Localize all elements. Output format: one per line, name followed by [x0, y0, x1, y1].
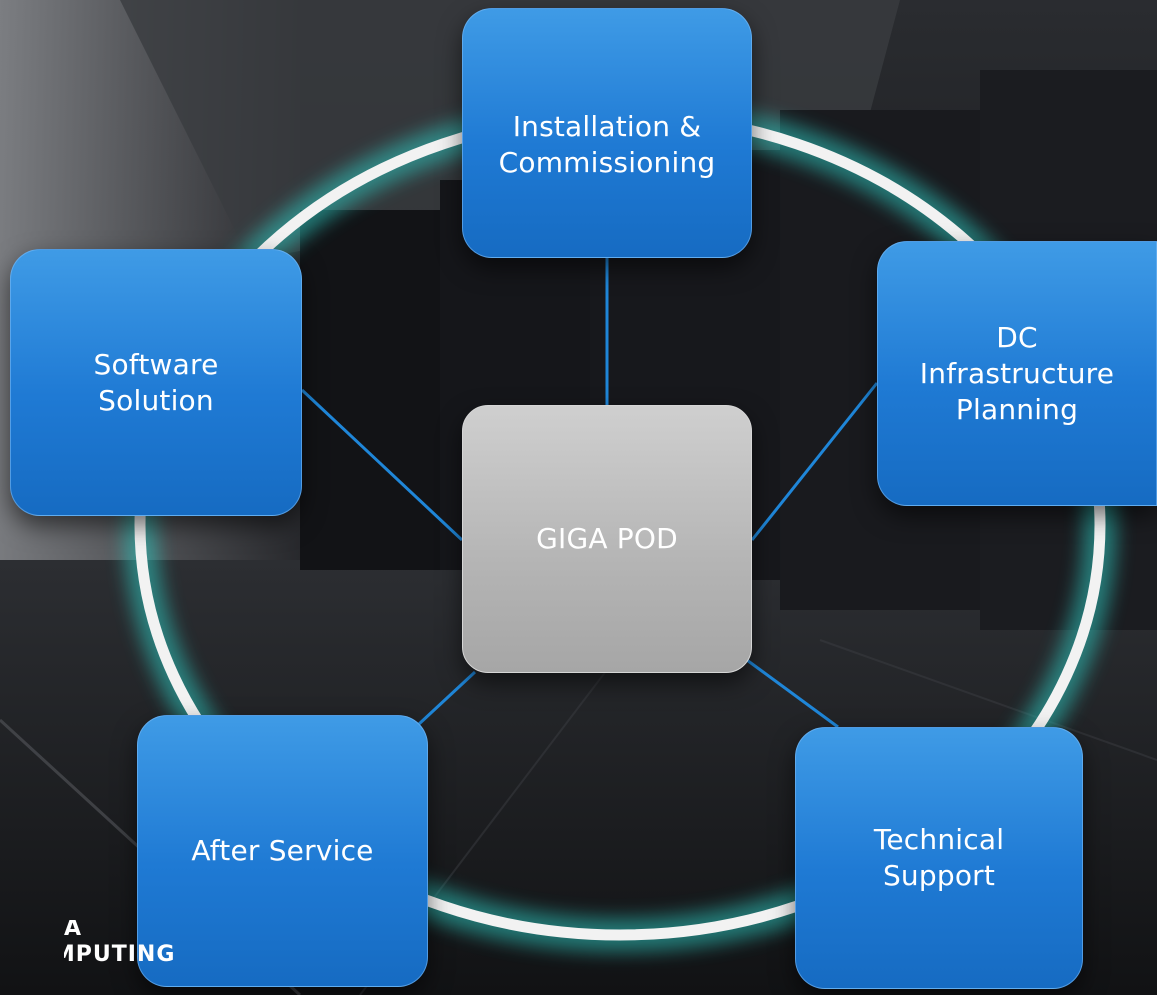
logo-line-1: A	[64, 920, 82, 941]
node-technical-support: Technical Support	[795, 727, 1083, 989]
node-after-service: After Service	[137, 715, 428, 987]
logo-line-2: COMPUTING	[64, 942, 176, 967]
node-software-solution: Software Solution	[10, 249, 302, 516]
node-label: Software Solution	[93, 347, 219, 417]
node-label: Technical Support	[873, 823, 1005, 892]
connector-technical-support	[739, 653, 839, 729]
node-label: Installation & Commissioning	[498, 110, 716, 179]
node-label: DC Infrastructure Planning	[919, 320, 1115, 426]
connector-software-solution	[300, 388, 464, 542]
brand-logo: A COMPUTING	[64, 920, 184, 980]
node-giga-pod: GIGA POD	[462, 405, 752, 673]
node-installation-commissioning: Installation & Commissioning	[462, 8, 752, 258]
node-dc-infrastructure-planning: DC Infrastructure Planning	[877, 241, 1157, 506]
connector-dc-planning	[750, 382, 879, 541]
node-label: After Service	[191, 834, 374, 867]
node-label: GIGA POD	[536, 522, 678, 555]
